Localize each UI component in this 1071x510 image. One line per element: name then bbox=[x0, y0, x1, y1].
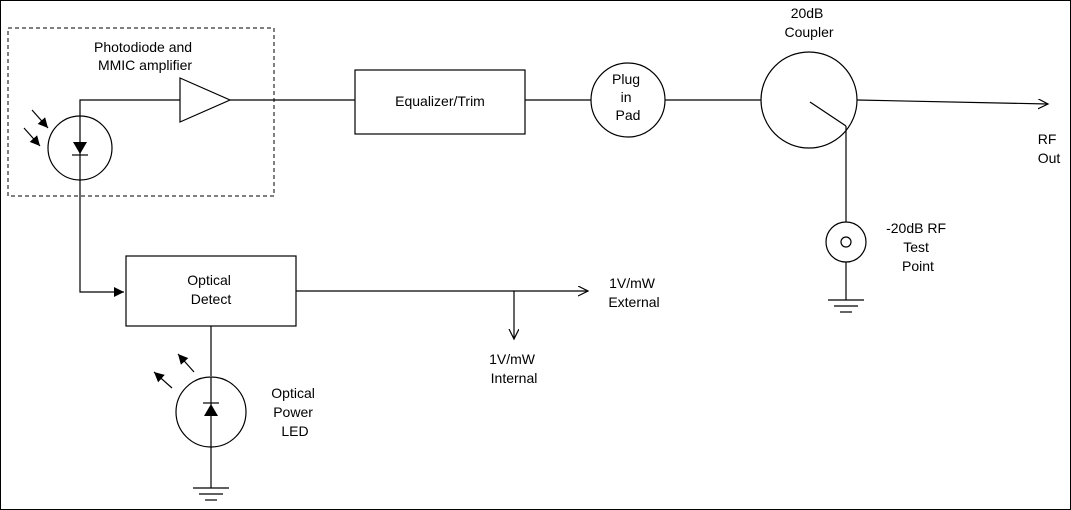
optical-power-led bbox=[175, 376, 247, 448]
ground-icon bbox=[828, 299, 864, 313]
internal-label: 1V/mW Internal bbox=[489, 351, 539, 386]
mmic-amplifier-icon bbox=[179, 77, 232, 123]
coupler-tap bbox=[809, 101, 847, 127]
photodiode bbox=[47, 115, 113, 181]
coupler-block bbox=[760, 51, 858, 149]
optical-detect-block bbox=[125, 255, 297, 327]
wire-pd-detect bbox=[79, 180, 124, 297]
ground-icon bbox=[193, 487, 229, 501]
equalizer-trim-block bbox=[354, 69, 526, 135]
group-label: Photodiode and MMIC amplifier bbox=[94, 39, 196, 73]
emitted-light-arrows-icon bbox=[153, 353, 195, 389]
rf-out-arrow bbox=[856, 100, 1048, 104]
incoming-light-arrows-icon bbox=[23, 109, 49, 147]
test-point-connector-icon bbox=[825, 221, 867, 263]
equalizer-label: Equalizer/Trim bbox=[395, 93, 485, 109]
coupler-label: 20dB Coupler bbox=[784, 5, 833, 40]
photodiode-amplifier-group bbox=[7, 27, 275, 197]
test-point-label: -20dB RF Test Point bbox=[886, 220, 950, 274]
led-label: Optical Power LED bbox=[271, 385, 318, 439]
external-label: 1V/mW External bbox=[608, 275, 659, 310]
rf-out-label: RF Out bbox=[1038, 131, 1061, 166]
wire-pd-amp bbox=[79, 99, 180, 116]
optical-detect-label: Optical Detect bbox=[187, 272, 234, 307]
plug-pad-label: Plug in Pad bbox=[612, 71, 644, 123]
